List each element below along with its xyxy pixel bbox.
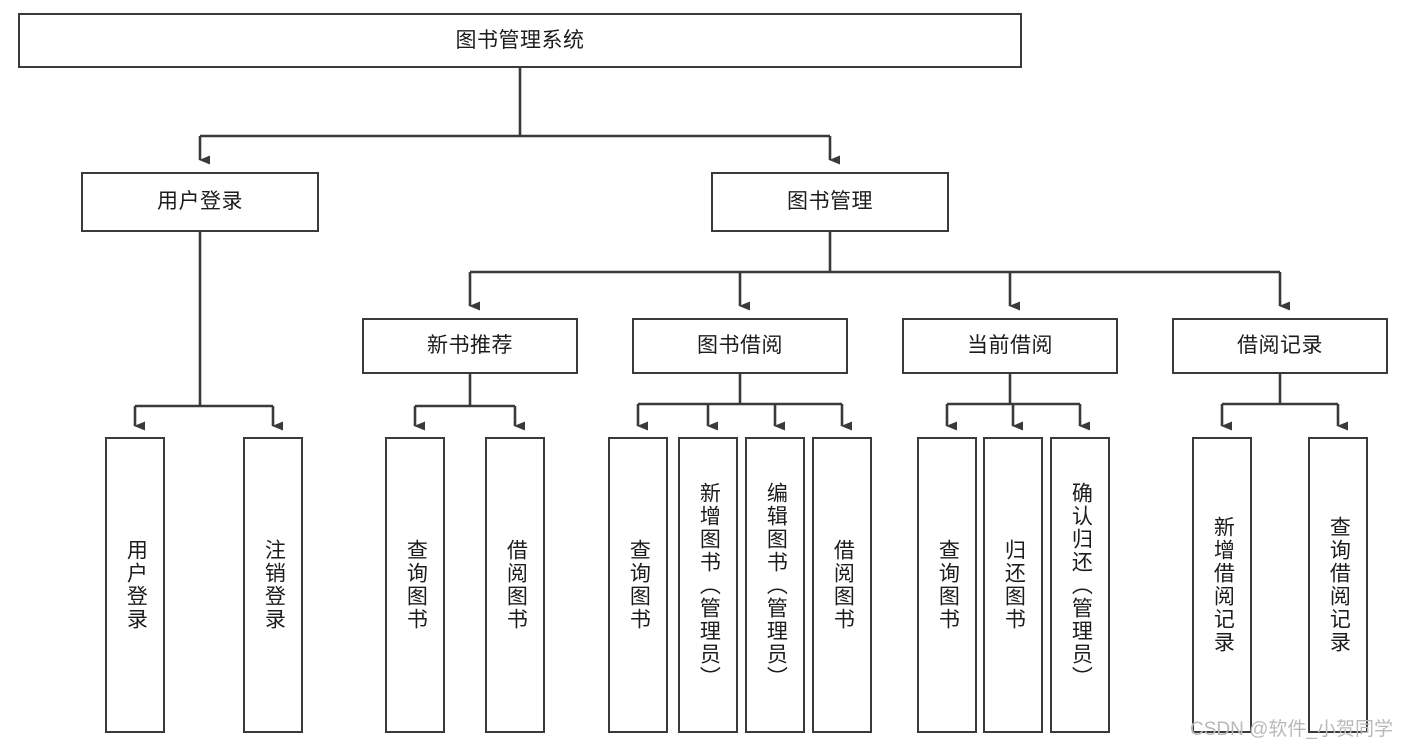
leaf-edit-book-admin[interactable]: 编辑图书（管理员） — [745, 437, 805, 733]
leaf-borrow-book[interactable]: 借阅图书 — [812, 437, 872, 733]
leaf-user-logout-label: 注销登录 — [262, 539, 286, 631]
node-borrow-record[interactable]: 借阅记录 — [1172, 318, 1388, 374]
node-user-login-label: 用户登录 — [157, 190, 243, 214]
node-book-borrow[interactable]: 图书借阅 — [632, 318, 848, 374]
node-current-borrow-label: 当前借阅 — [967, 334, 1053, 358]
node-book-borrow-label: 图书借阅 — [697, 334, 783, 358]
node-user-login[interactable]: 用户登录 — [81, 172, 319, 232]
leaf-query-book-recommend-label: 查询图书 — [404, 539, 428, 631]
leaf-query-book-current[interactable]: 查询图书 — [917, 437, 977, 733]
node-book-manage-label: 图书管理 — [787, 190, 873, 214]
leaf-query-book-borrow[interactable]: 查询图书 — [608, 437, 668, 733]
node-borrow-record-label: 借阅记录 — [1237, 334, 1323, 358]
leaf-query-borrow-record[interactable]: 查询借阅记录 — [1308, 437, 1368, 733]
leaf-borrow-book-recommend[interactable]: 借阅图书 — [485, 437, 545, 733]
leaf-return-book[interactable]: 归还图书 — [983, 437, 1043, 733]
csdn-watermark: CSDN @软件_小贺同学 — [1190, 719, 1393, 740]
leaf-borrow-book-label: 借阅图书 — [831, 539, 855, 631]
node-current-borrow[interactable]: 当前借阅 — [902, 318, 1118, 374]
leaf-query-book-borrow-label: 查询图书 — [627, 539, 651, 631]
leaf-borrow-book-recommend-label: 借阅图书 — [504, 539, 528, 631]
node-new-book-recommend-label: 新书推荐 — [427, 334, 513, 358]
leaf-add-book-admin-label: 新增图书（管理员） — [697, 481, 721, 689]
leaf-query-borrow-record-label: 查询借阅记录 — [1327, 516, 1351, 654]
leaf-confirm-return-admin-label: 确认归还（管理员） — [1069, 481, 1093, 689]
leaf-confirm-return-admin[interactable]: 确认归还（管理员） — [1050, 437, 1110, 733]
leaf-user-login-label: 用户登录 — [124, 539, 148, 631]
leaf-query-book-current-label: 查询图书 — [936, 539, 960, 631]
leaf-add-borrow-record-label: 新增借阅记录 — [1211, 516, 1235, 654]
node-new-book-recommend[interactable]: 新书推荐 — [362, 318, 578, 374]
leaf-return-book-label: 归还图书 — [1002, 539, 1026, 631]
leaf-query-book-recommend[interactable]: 查询图书 — [385, 437, 445, 733]
node-book-manage[interactable]: 图书管理 — [711, 172, 949, 232]
leaf-edit-book-admin-label: 编辑图书（管理员） — [764, 481, 788, 689]
leaf-add-book-admin[interactable]: 新增图书（管理员） — [678, 437, 738, 733]
leaf-user-login[interactable]: 用户登录 — [105, 437, 165, 733]
leaf-add-borrow-record[interactable]: 新增借阅记录 — [1192, 437, 1252, 733]
leaf-user-logout[interactable]: 注销登录 — [243, 437, 303, 733]
node-root[interactable]: 图书管理系统 — [18, 13, 1022, 68]
node-root-label: 图书管理系统 — [455, 28, 585, 52]
